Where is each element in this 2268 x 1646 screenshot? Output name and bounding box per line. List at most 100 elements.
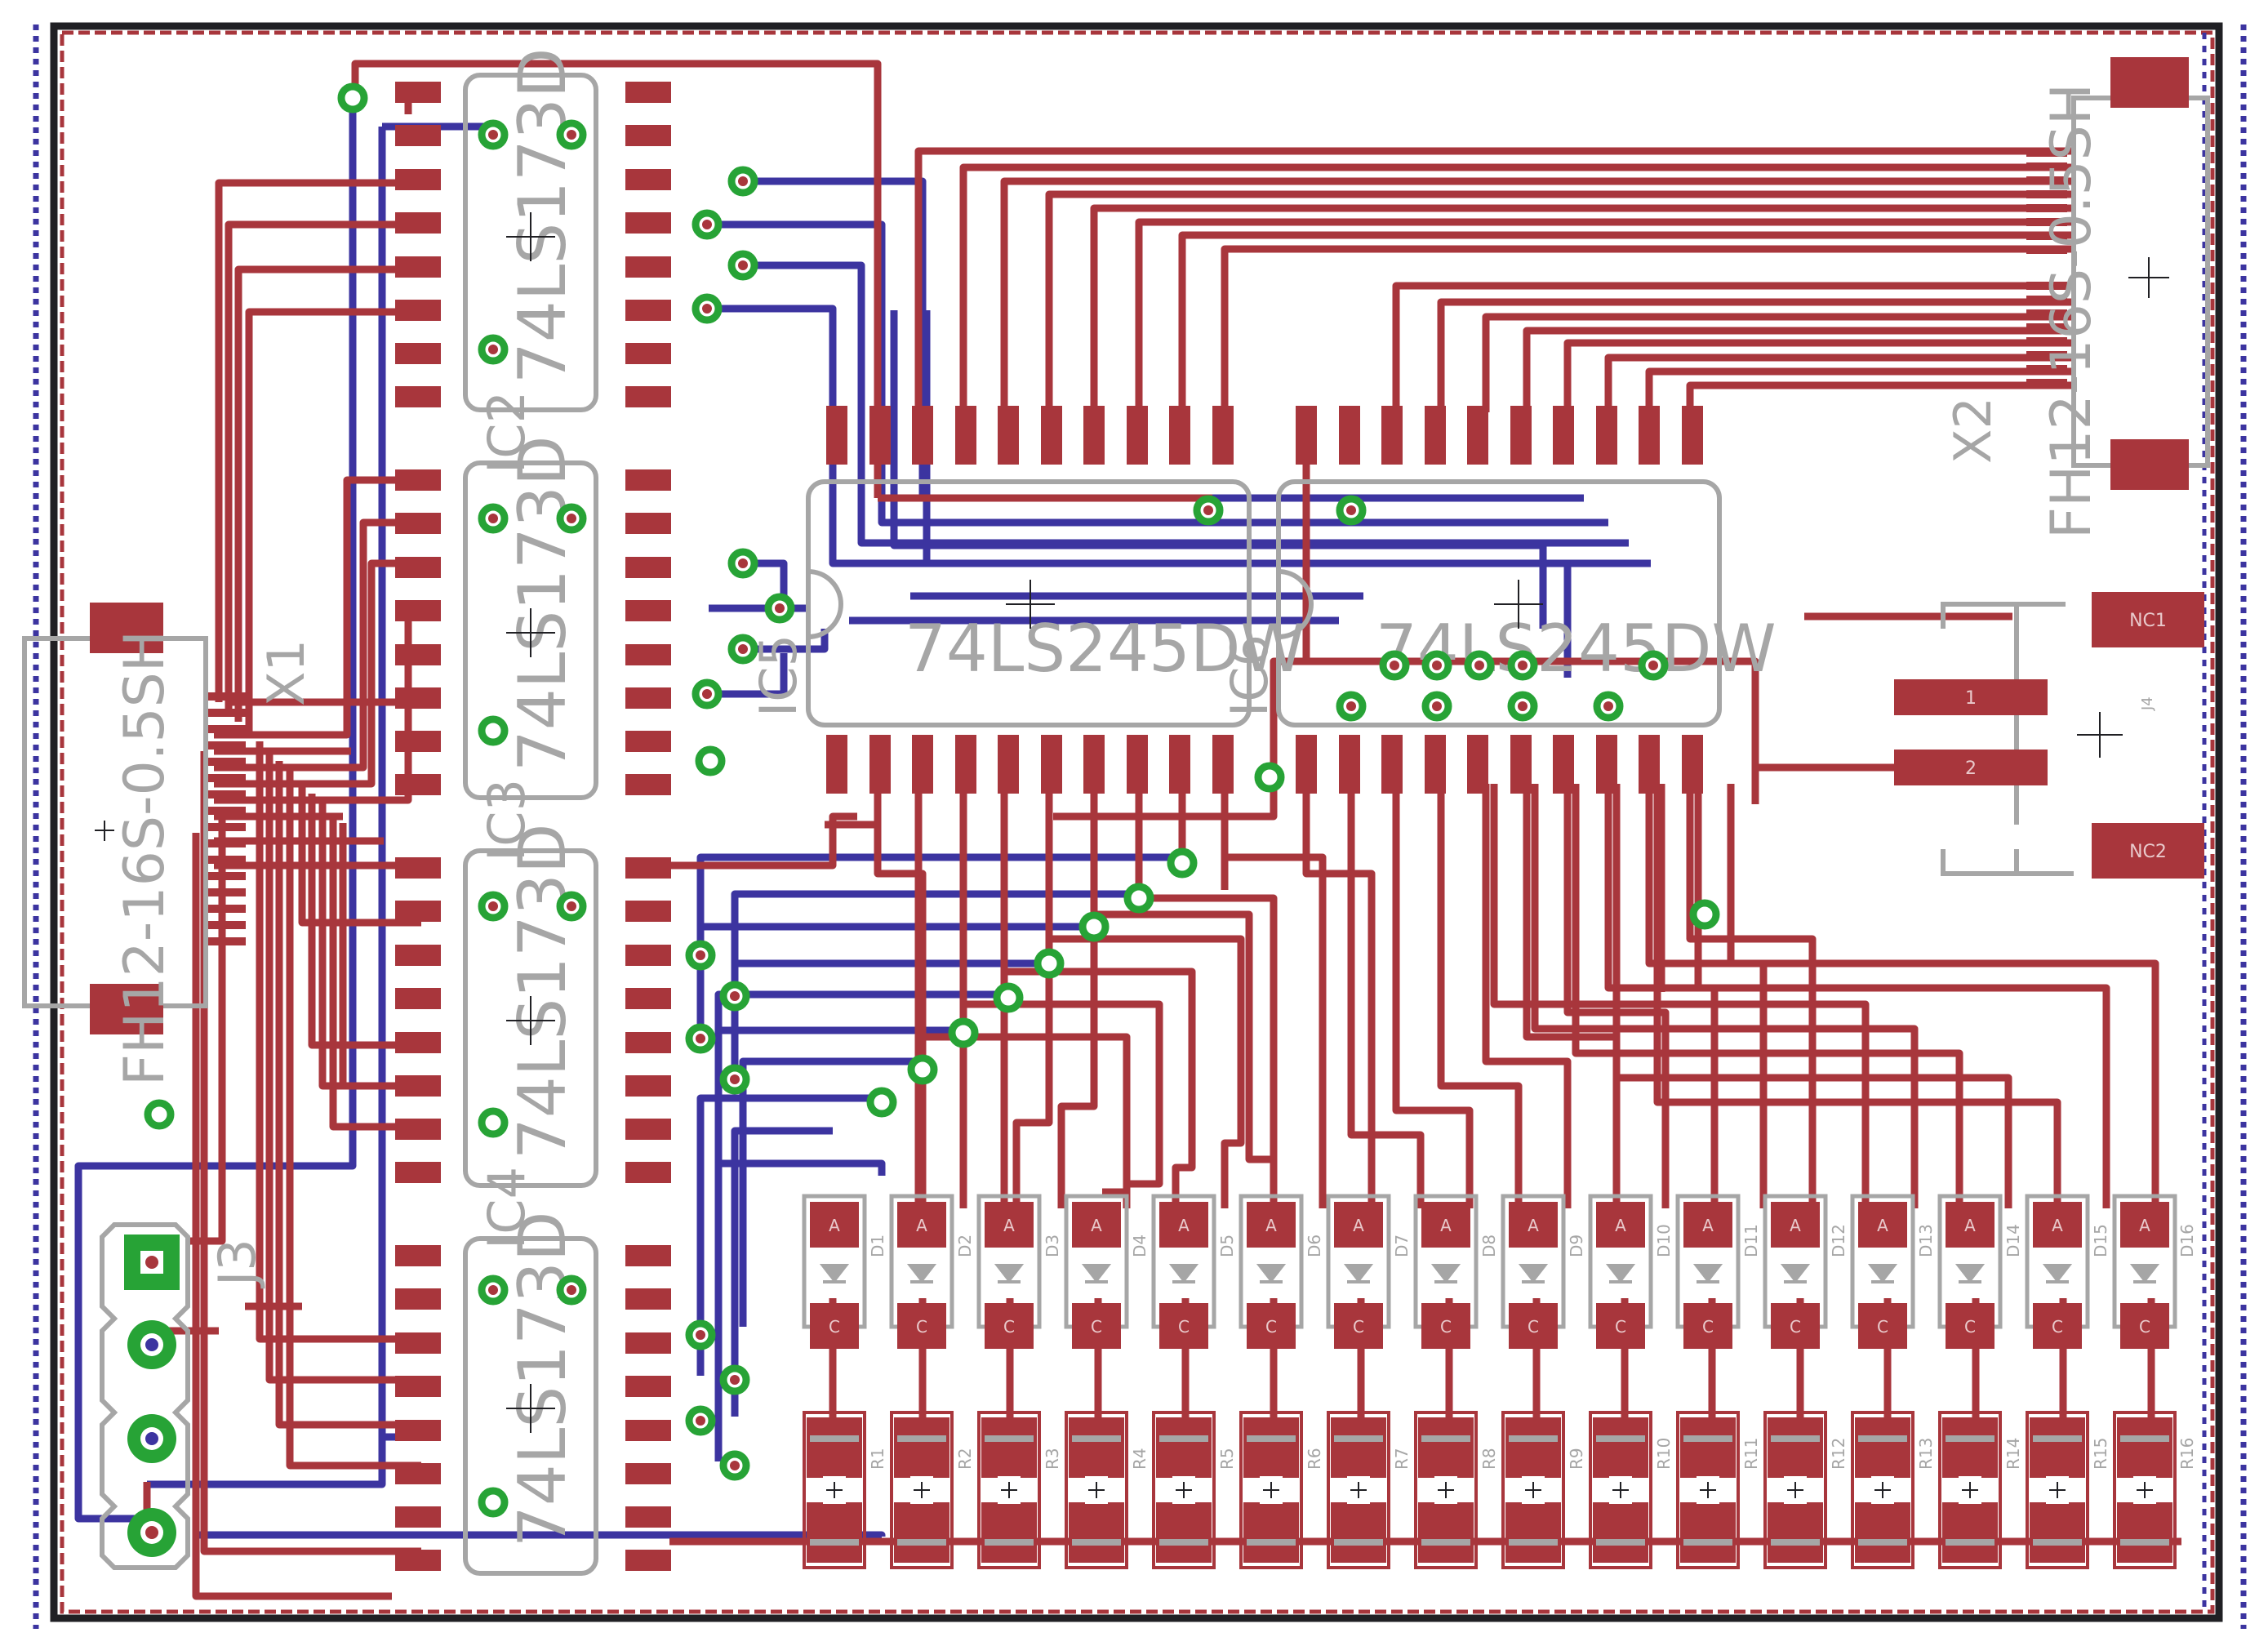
- x1-name-label: X1: [256, 639, 316, 706]
- led-d10: A C D10: [1588, 1194, 1674, 1349]
- j4-pad-nc2: NC2: [2129, 842, 2167, 862]
- led-d5-cathode: C: [1178, 1317, 1190, 1337]
- resistor-r3: R3: [977, 1411, 1062, 1569]
- led-d15-anode: A: [2052, 1216, 2063, 1235]
- led-d6-name: D6: [1305, 1234, 1324, 1257]
- resistor-r15: R15: [2026, 1411, 2110, 1569]
- ic-pads: [395, 82, 671, 1571]
- led-d4-name: D4: [1130, 1234, 1150, 1257]
- ic6-name-label: IC6: [1220, 634, 1279, 717]
- led-d14-name: D14: [2003, 1224, 2023, 1257]
- ic3-name-label: IC3: [477, 779, 536, 861]
- led-d15-name: D15: [2091, 1224, 2110, 1257]
- ic2-name-label: IC2: [477, 391, 536, 474]
- led-d12-name: D12: [1829, 1224, 1848, 1257]
- led-d14-anode: A: [1964, 1216, 1976, 1235]
- led-d14: A C D14: [1937, 1194, 2023, 1349]
- ic2-value-label: 74LS173D: [505, 436, 580, 772]
- header-j3: J3: [100, 1222, 267, 1570]
- bus-transceiver-chips: 74LS245DW IC5 74LS245DW IC6: [749, 479, 1777, 727]
- led-d12: A C D12: [1763, 1194, 1848, 1349]
- x2-name-label: X2: [1943, 397, 2003, 464]
- resistor-r7-name: R7: [1392, 1448, 1412, 1470]
- resistor-r1-name: R1: [868, 1448, 887, 1470]
- x1-value-label: FH12-16S-0.5SH: [113, 630, 177, 1086]
- led-d3-anode: A: [1003, 1216, 1015, 1235]
- led-d9-name: D9: [1567, 1234, 1586, 1257]
- led-d7-anode: A: [1353, 1216, 1364, 1235]
- resistor-r6: R6: [1239, 1411, 1324, 1569]
- resistor-r5: R5: [1152, 1411, 1237, 1569]
- led-d1: A C D1: [802, 1194, 887, 1349]
- resistor-r13-name: R13: [1916, 1438, 1936, 1470]
- led-d11-name: D11: [1741, 1224, 1761, 1257]
- led-d16-anode: A: [2139, 1216, 2150, 1235]
- resistor-r3-name: R3: [1043, 1448, 1062, 1470]
- resistor-r14-name: R14: [2003, 1438, 2023, 1470]
- led-d4-anode: A: [1091, 1216, 1102, 1235]
- led-d12-cathode: C: [1790, 1317, 1801, 1337]
- resistor-r13: R13: [1851, 1411, 1936, 1569]
- led-d7: A C D7: [1326, 1194, 1412, 1349]
- ic2: 74LS173D IC2: [463, 391, 598, 800]
- led-d16-cathode: C: [2139, 1317, 2150, 1337]
- led-d5-name: D5: [1217, 1234, 1237, 1257]
- resistor-r5-name: R5: [1217, 1448, 1237, 1470]
- led-d11-cathode: C: [1702, 1317, 1714, 1337]
- resistor-r8-name: R8: [1479, 1448, 1499, 1470]
- led-d1-anode: A: [829, 1216, 840, 1235]
- top-layer-traces: [143, 60, 2181, 1600]
- connector-x2: FH12-16S-0.5SH X2: [1943, 57, 2210, 539]
- led-d6: A C D6: [1239, 1194, 1324, 1349]
- board-edges: [33, 22, 2247, 1629]
- led-d8-anode: A: [1440, 1216, 1452, 1235]
- led-d10-name: D10: [1654, 1224, 1674, 1257]
- led-d4-cathode: C: [1091, 1317, 1102, 1337]
- resistor-r12: R12: [1763, 1411, 1848, 1569]
- led-d5-anode: A: [1178, 1216, 1190, 1235]
- led-d13-cathode: C: [1877, 1317, 1888, 1337]
- resistor-r10: R10: [1589, 1411, 1674, 1569]
- led-d13: A C D13: [1850, 1194, 1936, 1349]
- ic1: 74LS173D: [463, 48, 598, 412]
- via-cores: [488, 130, 1658, 1470]
- led-d10-anode: A: [1615, 1216, 1626, 1235]
- ic5-name-label: IC5: [749, 634, 808, 717]
- led-row: A C D1 A C D2 A C D3 A C D4: [802, 1194, 2197, 1349]
- led-d1-cathode: C: [829, 1317, 840, 1337]
- resistor-r10-name: R10: [1654, 1438, 1674, 1470]
- resistor-r9-name: R9: [1567, 1448, 1586, 1470]
- led-d7-name: D7: [1392, 1234, 1412, 1257]
- led-d2: A C D2: [889, 1194, 975, 1349]
- led-d2-cathode: C: [916, 1317, 927, 1337]
- j3-name-label: J3: [207, 1239, 267, 1289]
- resistor-r16: R16: [2113, 1411, 2197, 1569]
- led-d12-anode: A: [1790, 1216, 1801, 1235]
- led-d5: A C D5: [1151, 1194, 1237, 1349]
- j4-name-label: J4: [2139, 696, 2156, 711]
- led-d16: A C D16: [2112, 1194, 2197, 1349]
- led-d7-cathode: C: [1353, 1317, 1364, 1337]
- led-d11-anode: A: [1702, 1216, 1714, 1235]
- led-d13-anode: A: [1877, 1216, 1888, 1235]
- led-d13-name: D13: [1916, 1224, 1936, 1257]
- led-d9: A C D9: [1501, 1194, 1586, 1349]
- led-d11: A C D11: [1675, 1194, 1761, 1349]
- led-d3-cathode: C: [1003, 1317, 1015, 1337]
- ic4: 74LS173D IC4: [463, 1167, 598, 1576]
- led-d10-cathode: C: [1615, 1317, 1626, 1337]
- ic5: 74LS245DW IC5: [749, 479, 1305, 727]
- resistor-r4: R4: [1065, 1411, 1150, 1569]
- resistor-r7: R7: [1327, 1411, 1412, 1569]
- resistor-r11: R11: [1676, 1411, 1761, 1569]
- resistor-row: R1 R2 R3 R4: [803, 1411, 2197, 1569]
- resistor-r11-name: R11: [1741, 1438, 1761, 1470]
- led-d2-name: D2: [955, 1234, 975, 1257]
- led-d8-name: D8: [1479, 1234, 1499, 1257]
- connector-j4: NC1 1 2 NC2 J4: [1894, 592, 2204, 879]
- ic4-value-label: 74LS173D: [505, 1212, 580, 1547]
- ic3-value-label: 74LS173D: [505, 824, 580, 1159]
- led-d1-name: D1: [868, 1234, 887, 1257]
- led-d8-cathode: C: [1440, 1317, 1452, 1337]
